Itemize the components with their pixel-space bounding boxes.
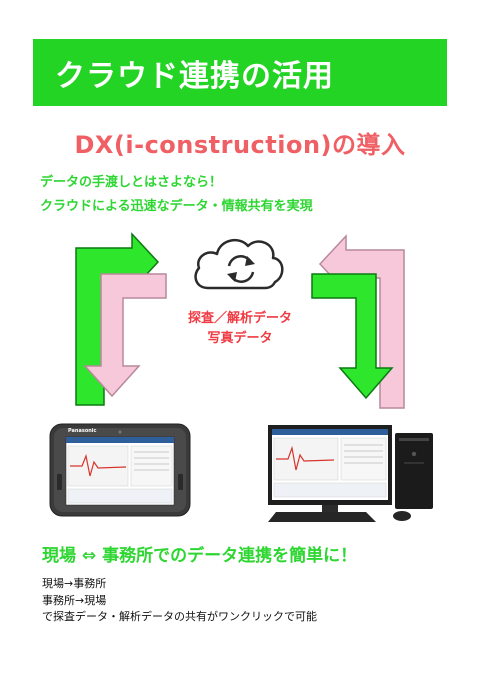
center-label-1: 探査／解析データ <box>187 311 292 326</box>
cloud-sync-icon <box>194 238 284 290</box>
description-line-3: で探査データ・解析データの共有がワンクリックで可能 <box>42 610 317 623</box>
right-green-arrow <box>311 273 394 400</box>
description-line-1: 現場→事務所 <box>42 577 107 590</box>
center-label-2: 写真データ <box>207 331 273 346</box>
banner-title: クラウド連携の活用 <box>55 59 334 94</box>
lead-line-2: クラウドによる迅速なデータ・情報共有を実現 <box>40 199 313 214</box>
headline: DX(i-construction)の導入 <box>74 131 406 159</box>
title-banner: クラウド連携の活用 <box>33 39 447 106</box>
left-pink-arrow <box>83 273 167 398</box>
lead-line-1: データの手渡しとはさよなら！ <box>40 175 223 190</box>
desktop-pc-device <box>268 425 433 522</box>
tablet-brand-label: Panasonic <box>68 428 97 434</box>
tablet-device <box>49 423 191 517</box>
tagline: 現場 ⇔ 事務所でのデータ連携を簡単に！ <box>42 546 358 566</box>
description-line-2: 事務所→現場 <box>42 594 107 607</box>
